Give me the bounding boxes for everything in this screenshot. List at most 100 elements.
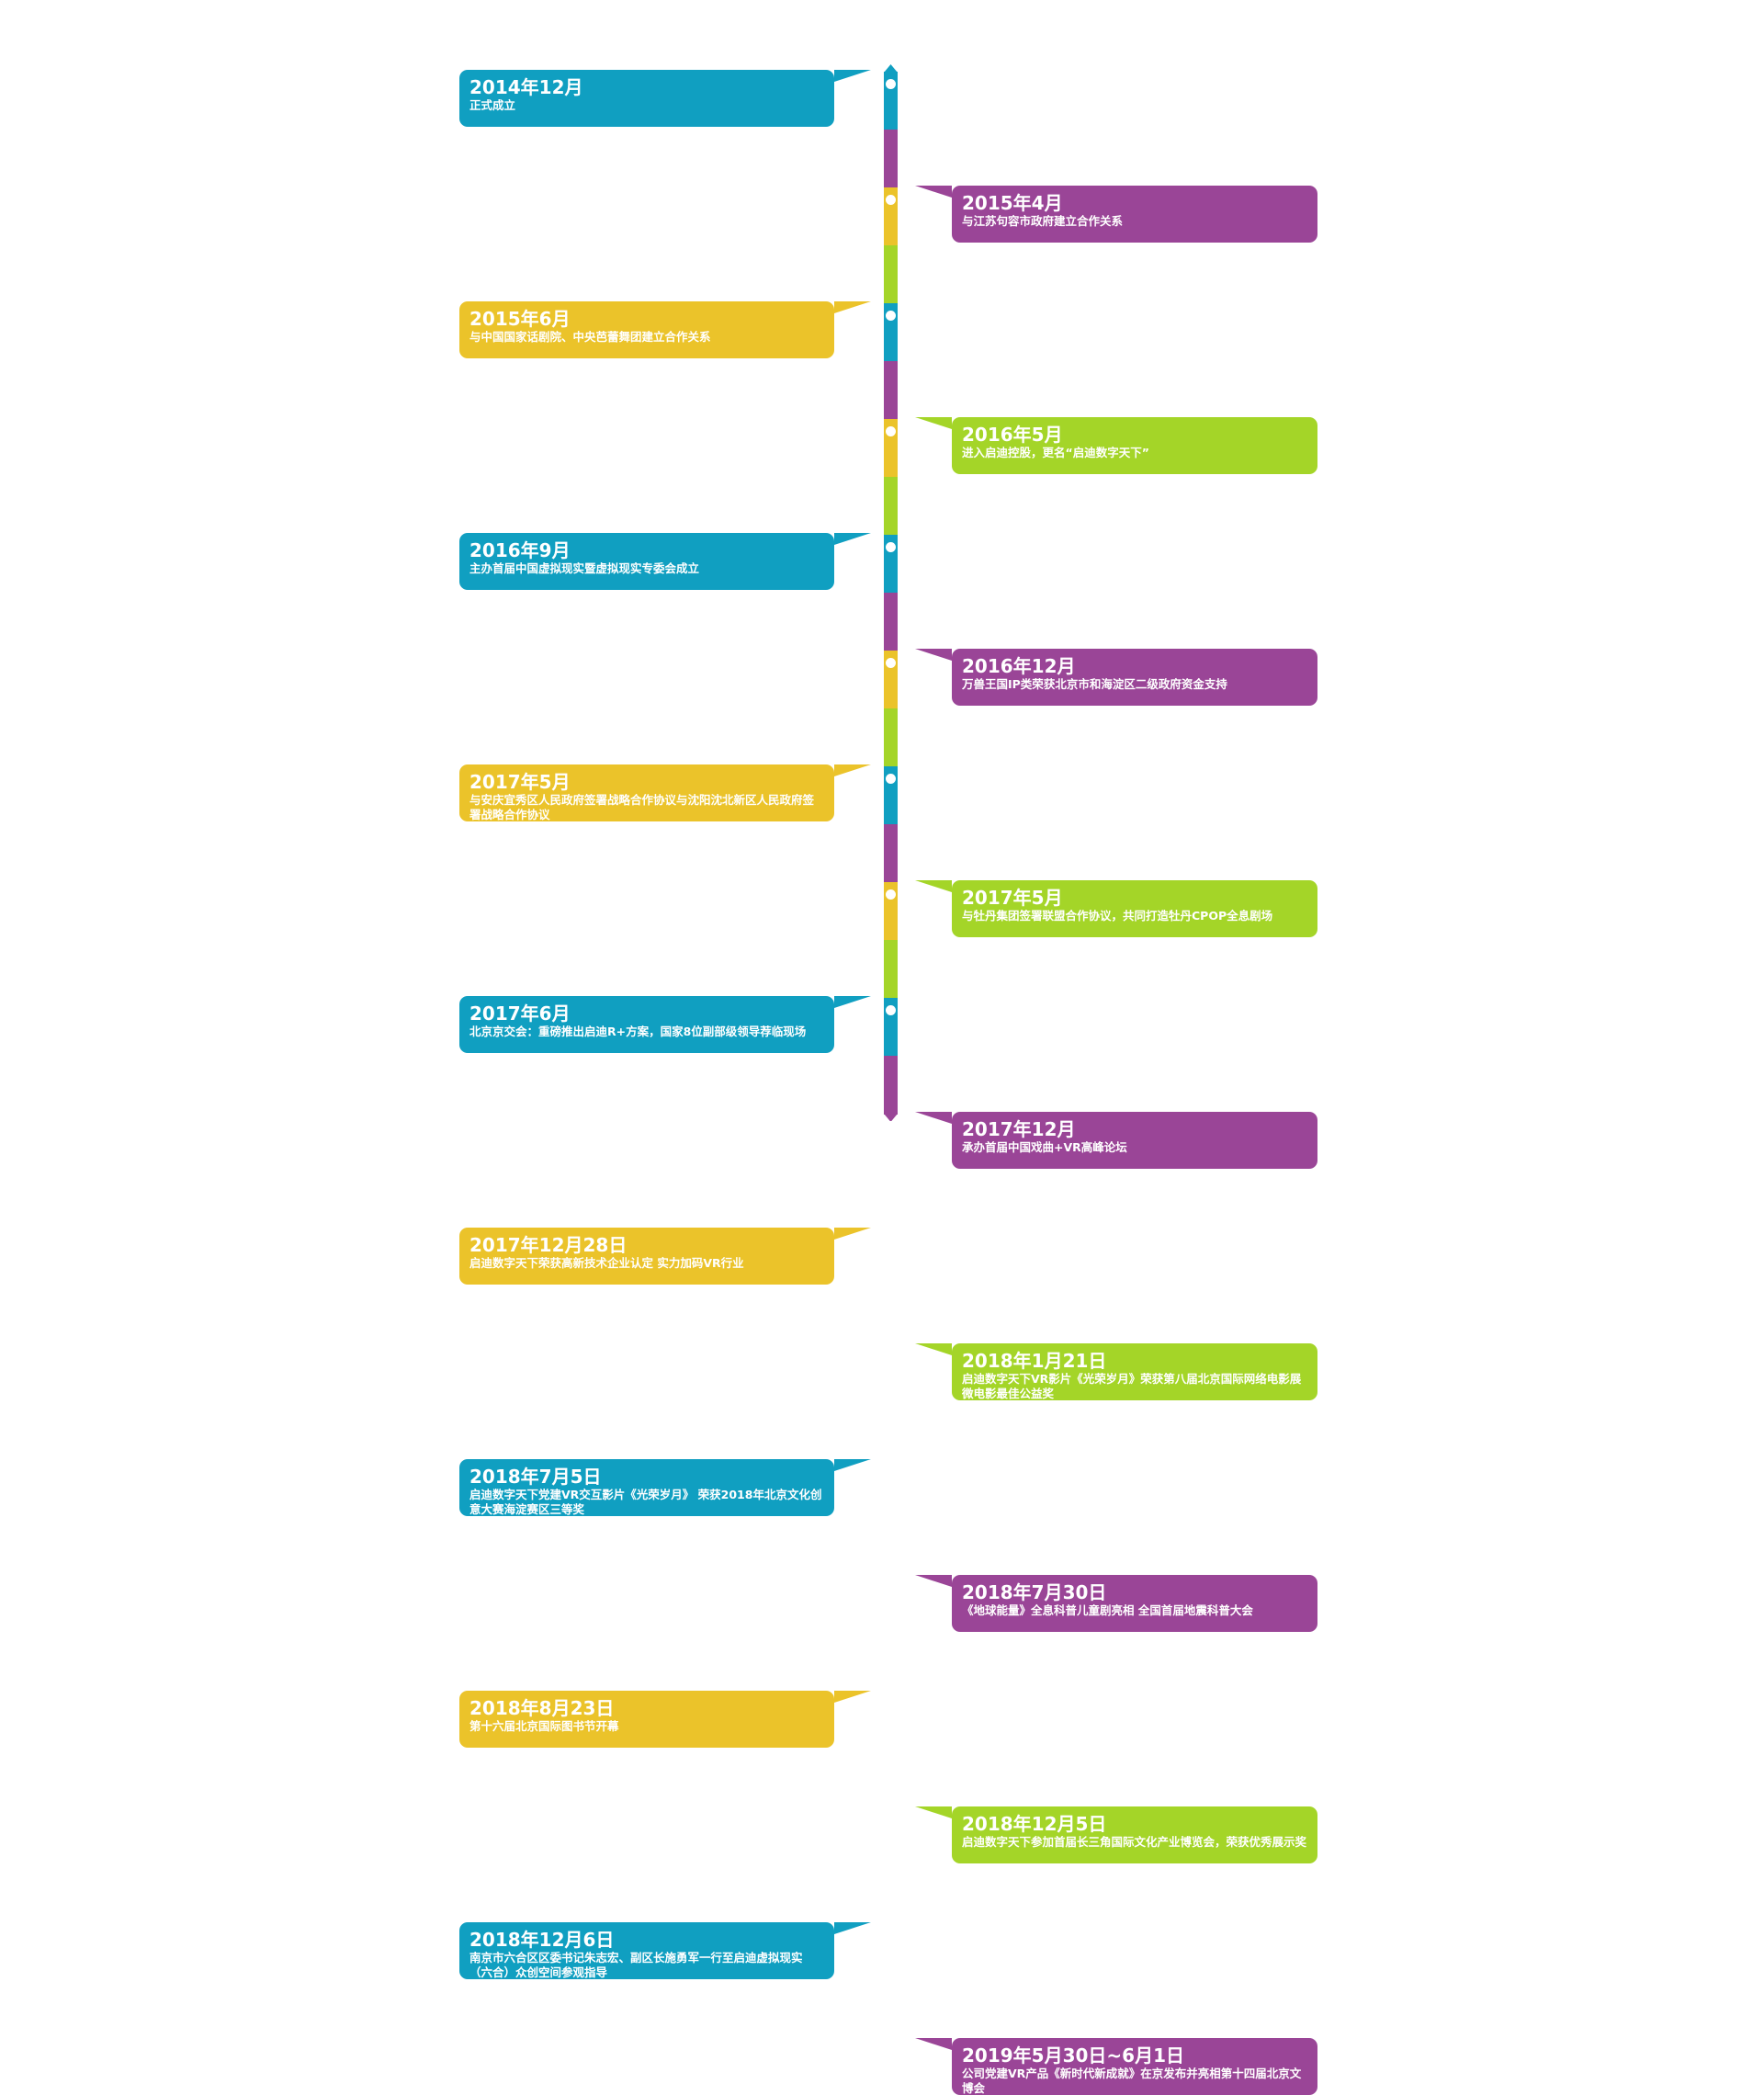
timeline-spine-segment xyxy=(884,361,898,420)
timeline-event: 2017年12月承办首届中国戏曲+VR高峰论坛 xyxy=(915,1112,1317,1169)
timeline-marker xyxy=(886,1700,896,1710)
timeline-event: 2015年4月与江苏句容市政府建立合作关系 xyxy=(915,186,1317,243)
timeline-marker xyxy=(886,1468,896,1478)
event-description: 与安庆宜秀区人民政府签署战略合作协议与沈阳沈北新区人民政府签署战略合作协议 xyxy=(469,793,815,821)
timeline-marker xyxy=(886,1121,896,1131)
timeline-marker xyxy=(886,542,896,552)
timeline-event: 2017年5月与安庆宜秀区人民政府签署战略合作协议与沈阳沈北新区人民政府签署战略… xyxy=(459,764,871,821)
bubble-pointer xyxy=(834,1459,871,1471)
bubble-pointer xyxy=(834,301,871,313)
event-date: 2018年1月21日 xyxy=(962,1350,1107,1372)
timeline-marker xyxy=(886,658,896,668)
bubble-pointer xyxy=(915,1575,952,1587)
timeline-spine-segment xyxy=(884,824,898,883)
timeline-marker xyxy=(886,311,896,321)
event-date: 2018年12月6日 xyxy=(469,1929,615,1951)
timeline-event: 2016年5月进入启迪控股，更名“启迪数字天下” xyxy=(915,417,1317,474)
event-date: 2016年12月 xyxy=(962,655,1076,677)
bubble-pointer xyxy=(834,1228,871,1240)
timeline-event: 2018年7月30日《地球能量》全息科普儿童剧亮相 全国首届地震科普大会 xyxy=(915,1575,1317,1632)
event-date: 2014年12月 xyxy=(469,76,583,98)
bubble-pointer xyxy=(915,186,952,198)
timeline-event: 2018年1月21日启迪数字天下VR影片《光荣岁月》荣获第八届北京国际网络电影展… xyxy=(915,1343,1317,1400)
bubble-pointer xyxy=(915,417,952,429)
bubble-pointer xyxy=(834,1922,871,1934)
timeline-spine-segment xyxy=(884,245,898,304)
timeline-marker xyxy=(886,1005,896,1015)
event-description: 主办首届中国虚拟现实暨虚拟现实专委会成立 xyxy=(469,561,700,575)
event-date: 2017年12月 xyxy=(962,1118,1076,1140)
bubble-pointer xyxy=(915,2038,952,2050)
timeline-marker xyxy=(886,1237,896,1247)
timeline-event: 2015年6月与中国国家话剧院、中央芭蕾舞团建立合作关系 xyxy=(459,301,871,358)
bubble-pointer xyxy=(834,996,871,1008)
timeline-marker xyxy=(886,426,896,436)
bubble-pointer xyxy=(834,764,871,776)
event-description: 第十六届北京国际图书节开幕 xyxy=(469,1719,619,1733)
timeline-spine-segment xyxy=(884,1056,898,1115)
timeline-spine-segment xyxy=(884,940,898,999)
timeline-event: 2016年9月主办首届中国虚拟现实暨虚拟现实专委会成立 xyxy=(459,533,871,590)
timeline-spine-segment xyxy=(884,130,898,188)
bubble-pointer xyxy=(915,880,952,892)
timeline-event: 2018年12月6日南京市六合区区委书记朱志宏、副区长施勇军一行至启迪虚拟现实（… xyxy=(459,1922,871,1979)
timeline-marker xyxy=(886,1584,896,1594)
event-date: 2017年6月 xyxy=(469,1002,571,1025)
event-date: 2018年8月23日 xyxy=(469,1697,615,1719)
timeline-event: 2017年5月与牡丹集团签署联盟合作协议，共同打造牡丹CPOP全息剧场 xyxy=(915,880,1317,937)
timeline-spine-segment xyxy=(884,593,898,651)
timeline-event: 2019年5月30日~6月1日公司党建VR产品《新时代新成就》在京发布并亮相第十… xyxy=(915,2038,1317,2095)
event-description: 与中国国家话剧院、中央芭蕾舞团建立合作关系 xyxy=(469,330,711,344)
timeline-bottom-cap xyxy=(884,1114,898,1122)
timeline-marker xyxy=(886,1816,896,1826)
event-date: 2016年5月 xyxy=(962,424,1063,446)
timeline-marker xyxy=(886,195,896,205)
event-description: 启迪数字天下党建VR交互影片《光荣岁月》 荣获2018年北京文化创意大赛海淀赛区… xyxy=(469,1488,822,1516)
timeline-event: 2018年12月5日启迪数字天下参加首届长三角国际文化产业博览会，荣获优秀展示奖 xyxy=(915,1806,1317,1863)
event-description: 北京京交会：重磅推出启迪R+方案，国家8位副部级领导荐临现场 xyxy=(469,1025,807,1038)
event-date: 2015年6月 xyxy=(469,308,571,330)
event-date: 2017年5月 xyxy=(469,771,571,793)
event-date: 2016年9月 xyxy=(469,539,571,561)
event-description: 正式成立 xyxy=(469,98,516,112)
bubble-pointer xyxy=(834,70,871,82)
event-description: 进入启迪控股，更名“启迪数字天下” xyxy=(962,446,1149,459)
timeline-spine-segment xyxy=(884,708,898,767)
event-description: 与江苏句容市政府建立合作关系 xyxy=(962,214,1124,228)
event-date: 2017年5月 xyxy=(962,887,1063,909)
timeline-marker xyxy=(886,1353,896,1363)
event-description: 公司党建VR产品《新时代新成就》在京发布并亮相第十四届北京文博会 xyxy=(962,2067,1302,2095)
event-description: 启迪数字天下荣获高新技术企业认定 实力加码VR行业 xyxy=(469,1256,744,1270)
timeline-event: 2017年12月28日启迪数字天下荣获高新技术企业认定 实力加码VR行业 xyxy=(459,1228,871,1285)
event-description: 启迪数字天下参加首届长三角国际文化产业博览会，荣获优秀展示奖 xyxy=(962,1835,1307,1849)
timeline-event: 2018年7月5日启迪数字天下党建VR交互影片《光荣岁月》 荣获2018年北京文… xyxy=(459,1459,871,1516)
bubble-pointer xyxy=(834,1691,871,1703)
event-description: 启迪数字天下VR影片《光荣岁月》荣获第八届北京国际网络电影展微电影最佳公益奖 xyxy=(962,1372,1302,1400)
timeline-marker xyxy=(886,2047,896,2057)
timeline-event: 2014年12月正式成立 xyxy=(459,70,871,127)
bubble-pointer xyxy=(915,1806,952,1818)
timeline-marker xyxy=(886,774,896,784)
timeline-spine-segment xyxy=(884,477,898,536)
event-description: 承办首届中国戏曲+VR高峰论坛 xyxy=(962,1140,1127,1154)
timeline-marker xyxy=(886,1931,896,1942)
bubble-pointer xyxy=(915,649,952,661)
timeline-event: 2016年12月万兽王国IP类荣获北京市和海淀区二级政府资金支持 xyxy=(915,649,1317,706)
timeline-event: 2018年8月23日第十六届北京国际图书节开幕 xyxy=(459,1691,871,1748)
timeline-marker xyxy=(886,889,896,900)
event-description: 南京市六合区区委书记朱志宏、副区长施勇军一行至启迪虚拟现实（六合）众创空间参观指… xyxy=(469,1951,803,1979)
event-date: 2018年7月5日 xyxy=(469,1466,602,1488)
timeline-diagram: 2014年12月正式成立 2015年4月与江苏句容市政府建立合作关系 2015年6月… xyxy=(459,64,1317,2095)
event-date: 2017年12月28日 xyxy=(469,1234,628,1256)
timeline-top-cap xyxy=(884,64,898,73)
event-date: 2019年5月30日~6月1日 xyxy=(962,2044,1185,2067)
bubble-pointer xyxy=(915,1343,952,1355)
event-description: 万兽王国IP类荣获北京市和海淀区二级政府资金支持 xyxy=(962,677,1227,691)
event-date: 2018年7月30日 xyxy=(962,1581,1107,1603)
event-description: 《地球能量》全息科普儿童剧亮相 全国首届地震科普大会 xyxy=(962,1603,1253,1617)
timeline-marker xyxy=(886,79,896,89)
event-date: 2018年12月5日 xyxy=(962,1813,1107,1835)
timeline-event: 2017年6月北京京交会：重磅推出启迪R+方案，国家8位副部级领导荐临现场 xyxy=(459,996,871,1053)
bubble-pointer xyxy=(834,533,871,545)
event-description: 与牡丹集团签署联盟合作协议，共同打造牡丹CPOP全息剧场 xyxy=(962,909,1273,923)
